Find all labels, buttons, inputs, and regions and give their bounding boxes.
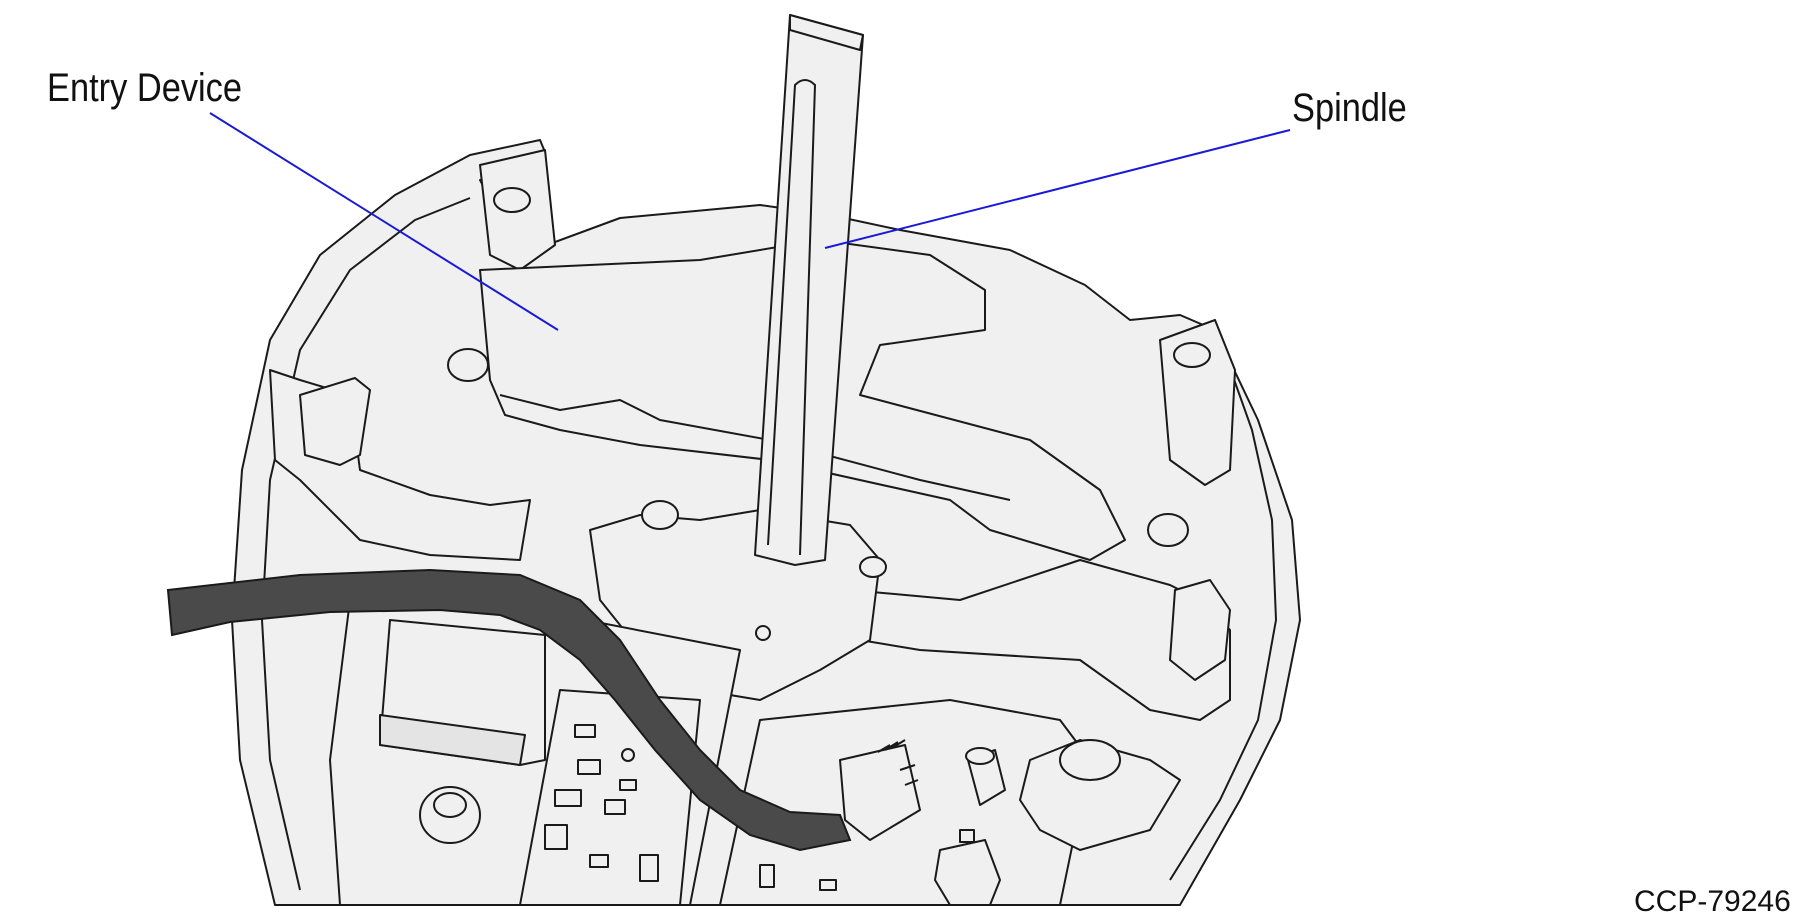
smd-2 bbox=[577, 759, 601, 775]
component-block-face bbox=[379, 714, 526, 766]
hub-hole bbox=[755, 625, 771, 641]
connector-pins bbox=[877, 739, 919, 786]
spindle-leader bbox=[824, 129, 1291, 249]
lower-right-module bbox=[934, 839, 1001, 906]
entry-device-inner bbox=[499, 394, 1011, 501]
spindle-label: Spindle bbox=[1292, 86, 1407, 130]
left-clip bbox=[299, 377, 371, 466]
pcb-hole bbox=[621, 748, 635, 762]
right-clip bbox=[1169, 579, 1231, 681]
cable bbox=[166, 568, 852, 852]
smd-6 bbox=[544, 824, 568, 850]
spindle-top bbox=[789, 14, 864, 51]
entry-device-label: Entry Device bbox=[47, 66, 243, 110]
hub-pin-left bbox=[641, 500, 679, 530]
right-post-top bbox=[1173, 342, 1211, 368]
smd-7 bbox=[639, 854, 659, 882]
smd-9 bbox=[759, 864, 775, 888]
entry-device-leader bbox=[209, 112, 559, 331]
smd-8 bbox=[589, 854, 609, 868]
left-post-top bbox=[493, 187, 531, 213]
smd-4 bbox=[604, 799, 626, 815]
housing-rim-right bbox=[1169, 339, 1277, 881]
figure-reference-id: CCP-79246 bbox=[1634, 885, 1791, 918]
smd-5 bbox=[619, 779, 637, 791]
smd-1 bbox=[574, 724, 596, 738]
left-post-hole bbox=[447, 348, 489, 382]
smd-10 bbox=[819, 879, 837, 891]
smd-11 bbox=[959, 829, 975, 843]
smd-3 bbox=[554, 789, 582, 807]
right-post-hole bbox=[1147, 513, 1189, 547]
hub-pin-right bbox=[859, 556, 887, 578]
spindle-groove bbox=[767, 79, 816, 556]
